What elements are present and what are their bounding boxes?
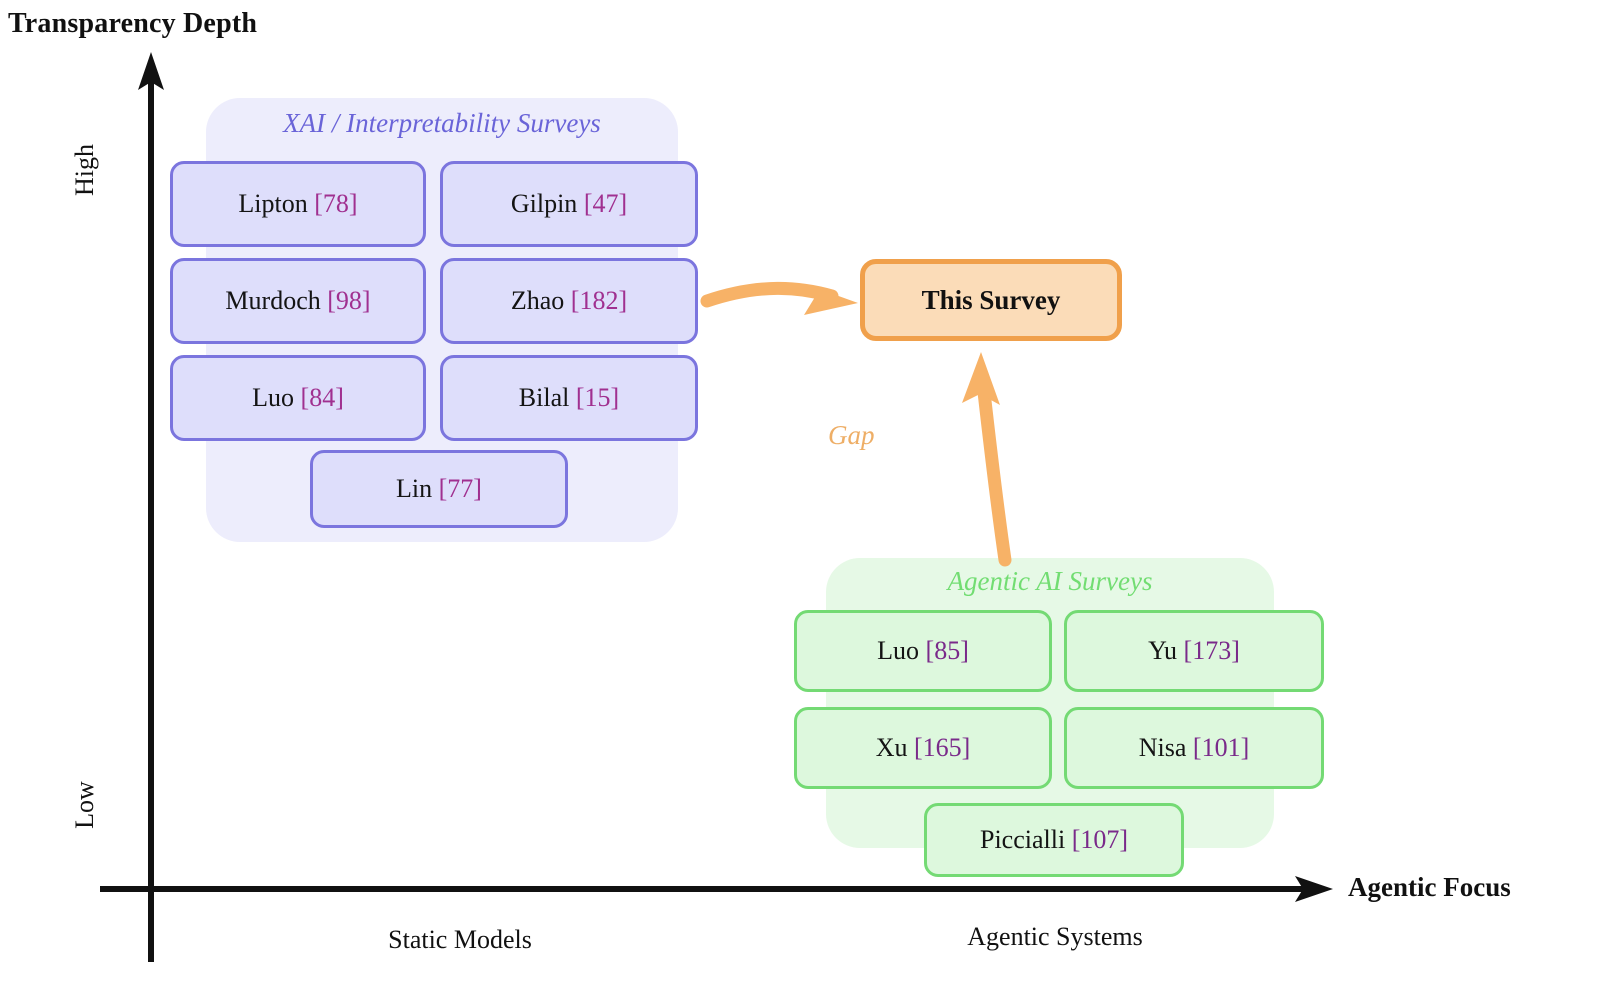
node-luo-84[interactable]: Luo [84] [170,355,426,441]
node-label: Yu [1148,636,1178,665]
citation-ref: [78] [314,189,358,218]
citation-ref: [98] [327,286,371,315]
node-murdoch[interactable]: Murdoch [98] [170,258,426,344]
node-label: Nisa [1138,733,1187,762]
node-lin[interactable]: Lin [77] [310,450,568,528]
node-label: Luo [252,383,295,412]
arrow-xai-to-survey [700,281,839,308]
x-tick-agentic-systems: Agentic Systems [967,922,1143,951]
citation-ref: [15] [575,383,620,412]
node-bilal[interactable]: Bilal [15] [440,355,698,441]
y-tick-high: High [70,144,99,196]
citation-ref: [165] [913,733,971,762]
y-axis-title: Transparency Depth [8,8,258,39]
x-tick-static-models: Static Models [388,925,532,954]
citation-ref: [173] [1183,636,1240,665]
node-gilpin[interactable]: Gilpin [47] [440,161,698,247]
node-label: Bilal [518,383,570,412]
citation-ref: [84] [300,383,344,412]
node-xu[interactable]: Xu [165] [794,707,1052,789]
y-tick-low: Low [70,781,99,829]
node-luo-85[interactable]: Luo [85] [794,610,1052,692]
group-title-agentic: Agentic AI Surveys [947,566,1153,596]
node-label: Luo [877,636,920,665]
citation-ref: [107] [1071,825,1129,854]
node-label: Lin [396,474,433,503]
gap-annotation-label: Gap [828,420,875,450]
node-label: Piccialli [979,825,1066,854]
node-label: Xu [875,733,908,762]
node-label: Zhao [510,286,565,315]
group-title-xai: XAI / Interpretability Surveys [283,108,601,138]
citation-ref: [85] [925,636,969,665]
node-zhao[interactable]: Zhao [182] [440,258,698,344]
node-nisa[interactable]: Nisa [101] [1064,707,1324,789]
node-label: Murdoch [225,286,321,315]
arrow-xai-to-survey-head [804,285,858,315]
node-label: Lipton [238,189,308,218]
citation-ref: [101] [1192,733,1250,762]
arrow-agentic-to-survey-head [962,352,1000,405]
citation-ref: [182] [570,286,628,315]
citation-ref: [47] [583,189,628,218]
citation-ref: [77] [438,474,482,503]
node-yu[interactable]: Yu [173] [1064,610,1324,692]
arrow-agentic-to-survey [977,385,1012,567]
x-axis-title: Agentic Focus [1348,872,1511,902]
node-this-survey[interactable]: This Survey [860,259,1122,341]
node-label: This Survey [921,284,1061,315]
node-lipton[interactable]: Lipton [78] [170,161,426,247]
node-piccialli[interactable]: Piccialli [107] [924,803,1184,877]
node-label: Gilpin [510,189,578,218]
group-panel-agentic [826,558,1274,848]
